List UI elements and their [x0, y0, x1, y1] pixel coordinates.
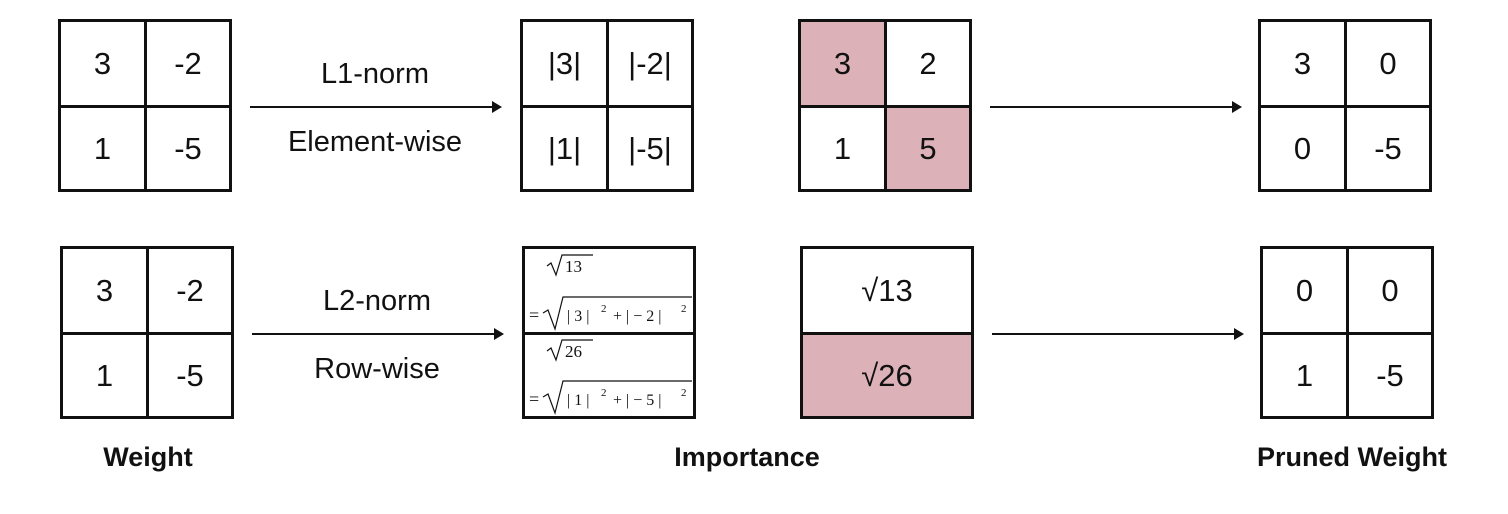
sqrt-value: 26	[565, 342, 582, 361]
importance-cell-kept: 5	[887, 108, 969, 189]
norm-label: L1-norm	[321, 58, 429, 90]
svg-text:2: 2	[681, 387, 687, 399]
weight-cell: -2	[149, 249, 231, 335]
importance-cell: 1	[801, 108, 887, 189]
pruned-cell: 0	[1261, 108, 1347, 189]
caption-pruned-weight: Pruned Weight	[1256, 442, 1447, 472]
importance-formula-matrix: 13 = | 3 | 2 + | − 2 | 2 26 = | 1 | 2 + …	[522, 246, 696, 419]
importance-cell: |-5|	[628, 130, 672, 166]
importance-cell-kept: √26	[803, 335, 971, 416]
mode-label: Element-wise	[287, 126, 463, 158]
svg-text:+ | − 5 |: + | − 5 |	[613, 392, 661, 409]
pruned-cell: 1	[1263, 335, 1349, 416]
svg-text:2: 2	[601, 387, 607, 399]
svg-text:| 3 |: | 3 |	[567, 308, 589, 325]
weight-matrix-row1: 3 -2 1 -5	[58, 19, 232, 192]
formula-top: 13 = | 3 | 2 + | − 2 | 2	[529, 254, 692, 332]
weight-matrix-row2: 3 -2 1 -5	[60, 246, 234, 419]
svg-text:=: =	[529, 305, 539, 325]
svg-text:=: =	[529, 389, 539, 409]
pruned-cell: -5	[1374, 130, 1402, 166]
pruned-matrix-row1: 3 0 0 -5	[1258, 19, 1432, 192]
importance-cell: |-2|	[609, 22, 691, 108]
formula-cell: 13 = | 3 | 2 + | − 2 | 2	[525, 249, 693, 335]
arrow-right-icon	[252, 328, 504, 340]
formula-cell: 26 = | 1 | 2 + | − 5 | 2	[525, 335, 693, 416]
importance-cell: 2	[887, 22, 969, 108]
weight-cell: 1	[63, 335, 149, 416]
pruned-cell: -5	[1376, 357, 1404, 393]
weight-cell: 1	[61, 108, 147, 189]
weight-cell: -5	[174, 130, 202, 166]
svg-text:+ | − 2 |: + | − 2 |	[613, 308, 661, 325]
importance-cell: |3|	[523, 22, 609, 108]
caption-importance: Importance	[674, 442, 820, 472]
norm-label: L2-norm	[323, 285, 431, 317]
importance-value-matrix: 3 2 1 5	[798, 19, 972, 192]
svg-text:2: 2	[601, 303, 607, 315]
svg-text:| 1 |: | 1 |	[567, 392, 589, 409]
importance-row-matrix: √13 √26	[800, 246, 974, 419]
pruned-cell: 0	[1347, 22, 1429, 108]
weight-cell: -2	[147, 22, 229, 108]
mode-label: Row-wise	[314, 353, 440, 385]
arrow-right-icon	[250, 101, 502, 113]
arrow-right-icon	[990, 101, 1242, 113]
pruned-matrix-row2: 0 0 1 -5	[1260, 246, 1434, 419]
importance-cell: |1|	[523, 108, 609, 189]
sqrt-value: 13	[565, 257, 582, 276]
weight-cell: 3	[61, 22, 147, 108]
svg-text:2: 2	[681, 303, 687, 315]
formula-bottom: 26 = | 1 | 2 + | − 5 | 2	[529, 339, 692, 416]
importance-cell-kept: 3	[801, 22, 887, 108]
pruned-cell: 0	[1349, 249, 1431, 335]
arrow-right-icon	[992, 328, 1244, 340]
importance-cell: √13	[803, 249, 971, 335]
importance-abs-matrix: |3| |-2| |1| |-5|	[520, 19, 694, 192]
weight-cell: 3	[63, 249, 149, 335]
pruned-cell: 3	[1261, 22, 1347, 108]
pruned-cell: 0	[1263, 249, 1349, 335]
weight-cell: -5	[176, 357, 204, 393]
caption-weight: Weight	[103, 442, 193, 472]
